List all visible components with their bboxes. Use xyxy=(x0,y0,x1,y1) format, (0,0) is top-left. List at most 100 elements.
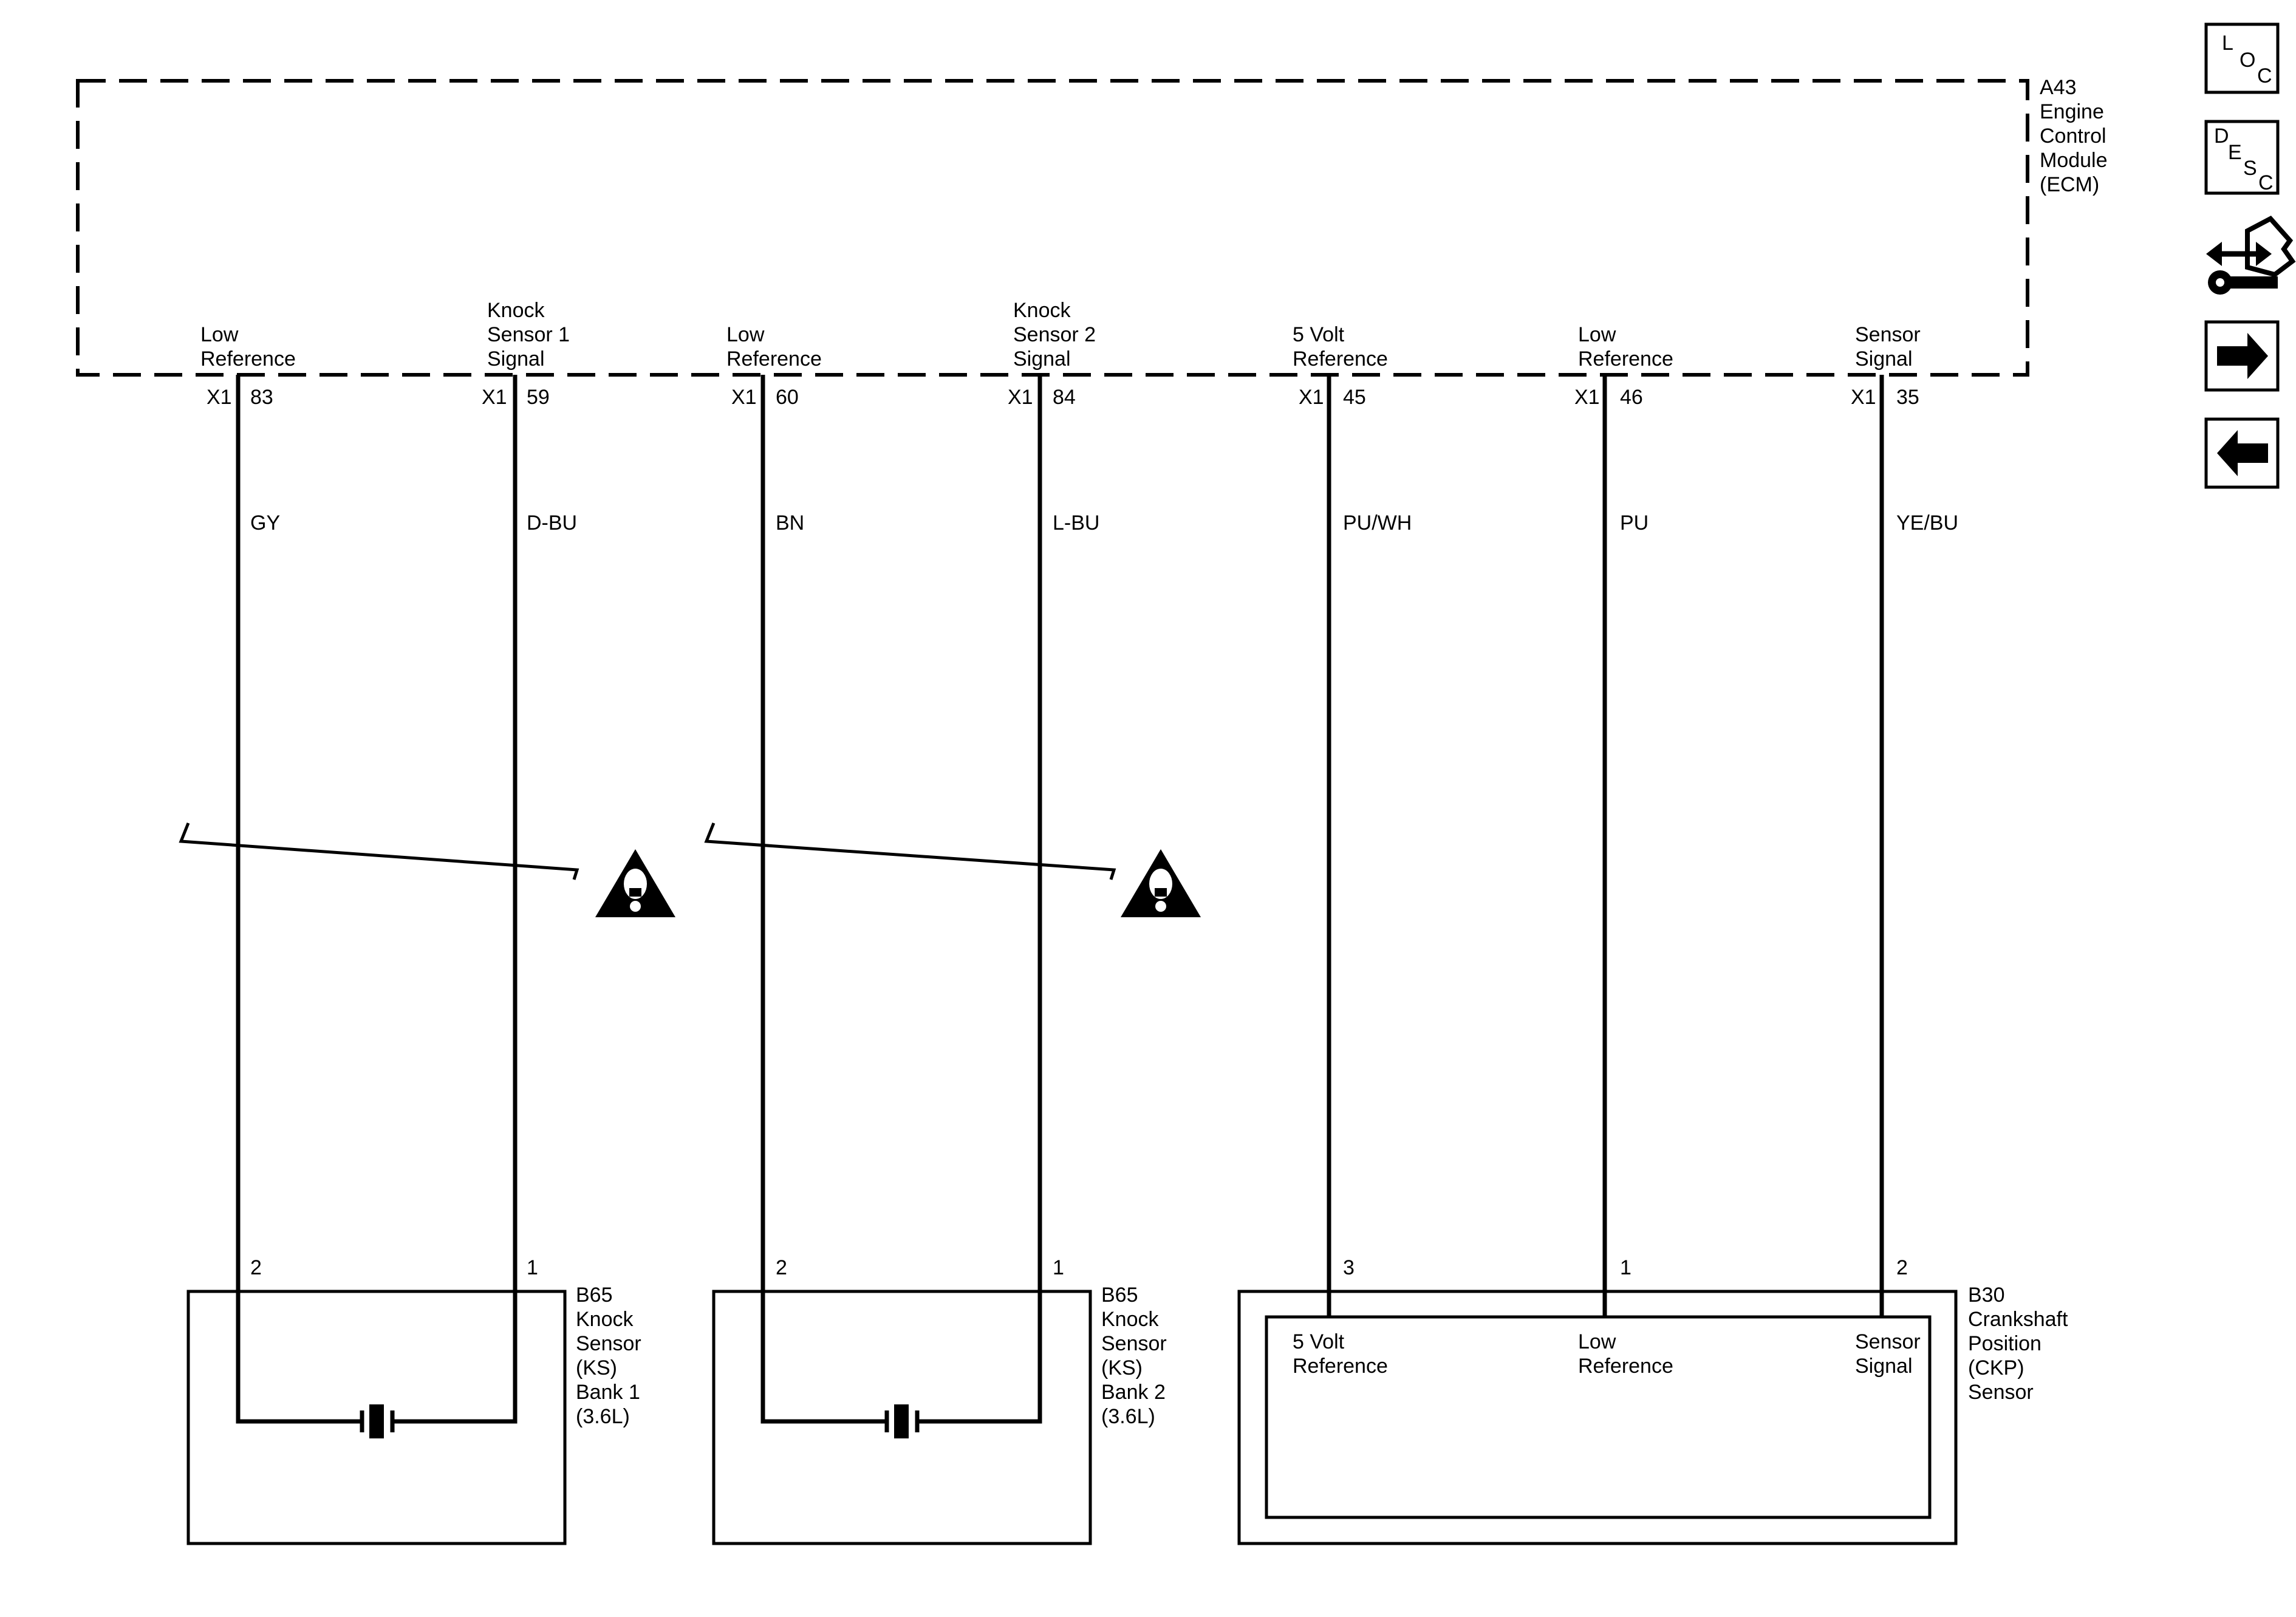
caution-icon xyxy=(595,849,675,917)
desc-letter: C xyxy=(2258,171,2274,194)
ckp-inner-label: Reference xyxy=(1578,1355,1673,1378)
wire-color-label: D-BU xyxy=(527,511,577,535)
sensor-name-line: B30 xyxy=(1968,1284,2005,1307)
twisted-pair-marker-1 xyxy=(179,822,579,880)
caution-icon xyxy=(1121,849,1201,917)
knock-sensor-2: 2 1 B65 Knock Sensor (KS) Bank 2 (3.6L) xyxy=(712,1256,1167,1545)
sensor-name-line: B65 xyxy=(1101,1284,1138,1307)
ckp-inner-label: 5 Volt xyxy=(1293,1330,1345,1353)
sensor-name-line: Sensor xyxy=(1968,1381,2034,1404)
sensor-name-line: Crankshaft xyxy=(1968,1308,2068,1331)
pin-label-low-reference: Low xyxy=(1578,323,1616,346)
knock-sensor-2-box xyxy=(712,1290,1092,1545)
ecm-module-box xyxy=(76,79,2029,377)
ecm-name-line: Control xyxy=(2040,125,2106,148)
connector-tool-icon[interactable] xyxy=(2206,216,2296,295)
twisted-pair-marker-2 xyxy=(704,822,1116,880)
ckp-inner-label: Sensor xyxy=(1855,1330,1921,1353)
sensor-internal-wire xyxy=(760,1291,887,1424)
wire-color-label: PU/WH xyxy=(1343,511,1412,535)
pin-label-knock-sensor-1: Sensor 1 xyxy=(487,323,570,346)
connector-id: X1 xyxy=(207,386,232,409)
ecm-name-line: Engine xyxy=(2040,100,2104,123)
piezo-crystal-icon xyxy=(369,1404,384,1438)
twisted-pair-markers xyxy=(179,822,1116,880)
desc-button[interactable]: D E S C xyxy=(2204,120,2280,195)
sensor-pin-number: 1 xyxy=(527,1256,538,1279)
wire-color-labels: GY D-BU BN L-BU PU/WH PU YE/BU xyxy=(250,511,1958,535)
arrow-left-icon[interactable] xyxy=(2204,417,2280,489)
ckp-inner-label: Signal xyxy=(1855,1355,1913,1378)
pin-number: 59 xyxy=(527,386,550,409)
connector-id: X1 xyxy=(1299,386,1324,409)
sensor-name-line: (KS) xyxy=(576,1356,617,1379)
pin-label-low-reference: Reference xyxy=(200,347,296,371)
ecm-name-line: A43 xyxy=(2040,76,2077,99)
ckp-sensor: 3 1 2 5 Volt Reference Low Reference Sen… xyxy=(1237,1256,2068,1545)
sensor-pin-number: 1 xyxy=(1053,1256,1064,1279)
pin-number: 46 xyxy=(1620,386,1643,409)
wire-color-label: YE/BU xyxy=(1896,511,1958,535)
ecm-name: A43 Engine Control Module (ECM) xyxy=(2040,76,2108,196)
loc-button[interactable]: L O C xyxy=(2204,22,2280,94)
connector-id: X1 xyxy=(731,386,757,409)
ckp-sensor-inner-box xyxy=(1265,1315,1932,1519)
sensor-name-line: Knock xyxy=(1101,1308,1159,1331)
pin-number: 83 xyxy=(250,386,273,409)
ecm-name-line: Module xyxy=(2040,149,2108,172)
sensor-pin-number: 2 xyxy=(250,1256,262,1279)
ecm-connector-pins: X1 83 X1 59 X1 60 X1 84 X1 45 X1 46 X1 3… xyxy=(207,386,1919,409)
pin-label-5-volt-reference: Reference xyxy=(1293,347,1388,371)
pin-label-5-volt-reference: 5 Volt xyxy=(1293,323,1345,346)
pin-label-knock-sensor-2: Knock xyxy=(1013,299,1071,322)
connector-id: X1 xyxy=(482,386,507,409)
sensor-name-line: Position xyxy=(1968,1332,2041,1355)
pin-number: 60 xyxy=(776,386,799,409)
sensor-name-line: (3.6L) xyxy=(576,1405,630,1428)
sensor-internal-wire xyxy=(917,1291,1042,1424)
sensor-internal-wire xyxy=(236,1291,362,1424)
pin-label-knock-sensor-1: Signal xyxy=(487,347,545,371)
sensor-name-line: (CKP) xyxy=(1968,1356,2024,1379)
loc-letter: O xyxy=(2240,49,2255,72)
sensor-name-line: Sensor xyxy=(1101,1332,1167,1355)
ckp-sensor-outer-box xyxy=(1237,1290,1958,1545)
sensor-name-line: Knock xyxy=(576,1308,634,1331)
knock-sensor-1: 2 1 B65 Knock Sensor (KS) Bank 1 (3.6L) xyxy=(186,1256,641,1545)
pin-label-knock-sensor-2: Sensor 2 xyxy=(1013,323,1096,346)
sensor-name-line: Bank 2 xyxy=(1101,1381,1166,1404)
wire-color-label: L-BU xyxy=(1053,511,1099,535)
wire-color-label: GY xyxy=(250,511,280,535)
ckp-inner-label: Low xyxy=(1578,1330,1616,1353)
piezo-crystal-icon xyxy=(894,1404,909,1438)
loc-letter: C xyxy=(2257,64,2272,87)
sensor-pin-number: 1 xyxy=(1620,1256,1631,1279)
connector-id: X1 xyxy=(1008,386,1033,409)
pin-label-low-reference: Reference xyxy=(1578,347,1673,371)
connector-id: X1 xyxy=(1851,386,1876,409)
sensor-name-line: (3.6L) xyxy=(1101,1405,1155,1428)
knock-sensor-1-box xyxy=(186,1290,567,1545)
pin-number: 84 xyxy=(1053,386,1076,409)
sensor-pin-number: 2 xyxy=(1896,1256,1908,1279)
loc-letter: L xyxy=(2222,32,2233,55)
sensor-name-line: (KS) xyxy=(1101,1356,1143,1379)
wire-color-label: BN xyxy=(776,511,804,535)
desc-letter: S xyxy=(2243,157,2257,180)
pin-number: 45 xyxy=(1343,386,1366,409)
pin-label-sensor-signal: Sensor xyxy=(1855,323,1921,346)
connector-id: X1 xyxy=(1574,386,1600,409)
pin-label-low-reference: Low xyxy=(200,323,239,346)
arrow-right-icon[interactable] xyxy=(2204,320,2280,392)
wires xyxy=(236,375,1884,1421)
pin-label-knock-sensor-2: Signal xyxy=(1013,347,1071,371)
desc-letter: E xyxy=(2228,141,2242,164)
pin-label-low-reference: Reference xyxy=(726,347,822,371)
sensor-pin-number: 2 xyxy=(776,1256,787,1279)
pin-label-knock-sensor-1: Knock xyxy=(487,299,545,322)
wire-color-label: PU xyxy=(1620,511,1649,535)
sensor-name-line: Sensor xyxy=(576,1332,641,1355)
sensor-pin-number: 3 xyxy=(1343,1256,1355,1279)
pin-number: 35 xyxy=(1896,386,1919,409)
